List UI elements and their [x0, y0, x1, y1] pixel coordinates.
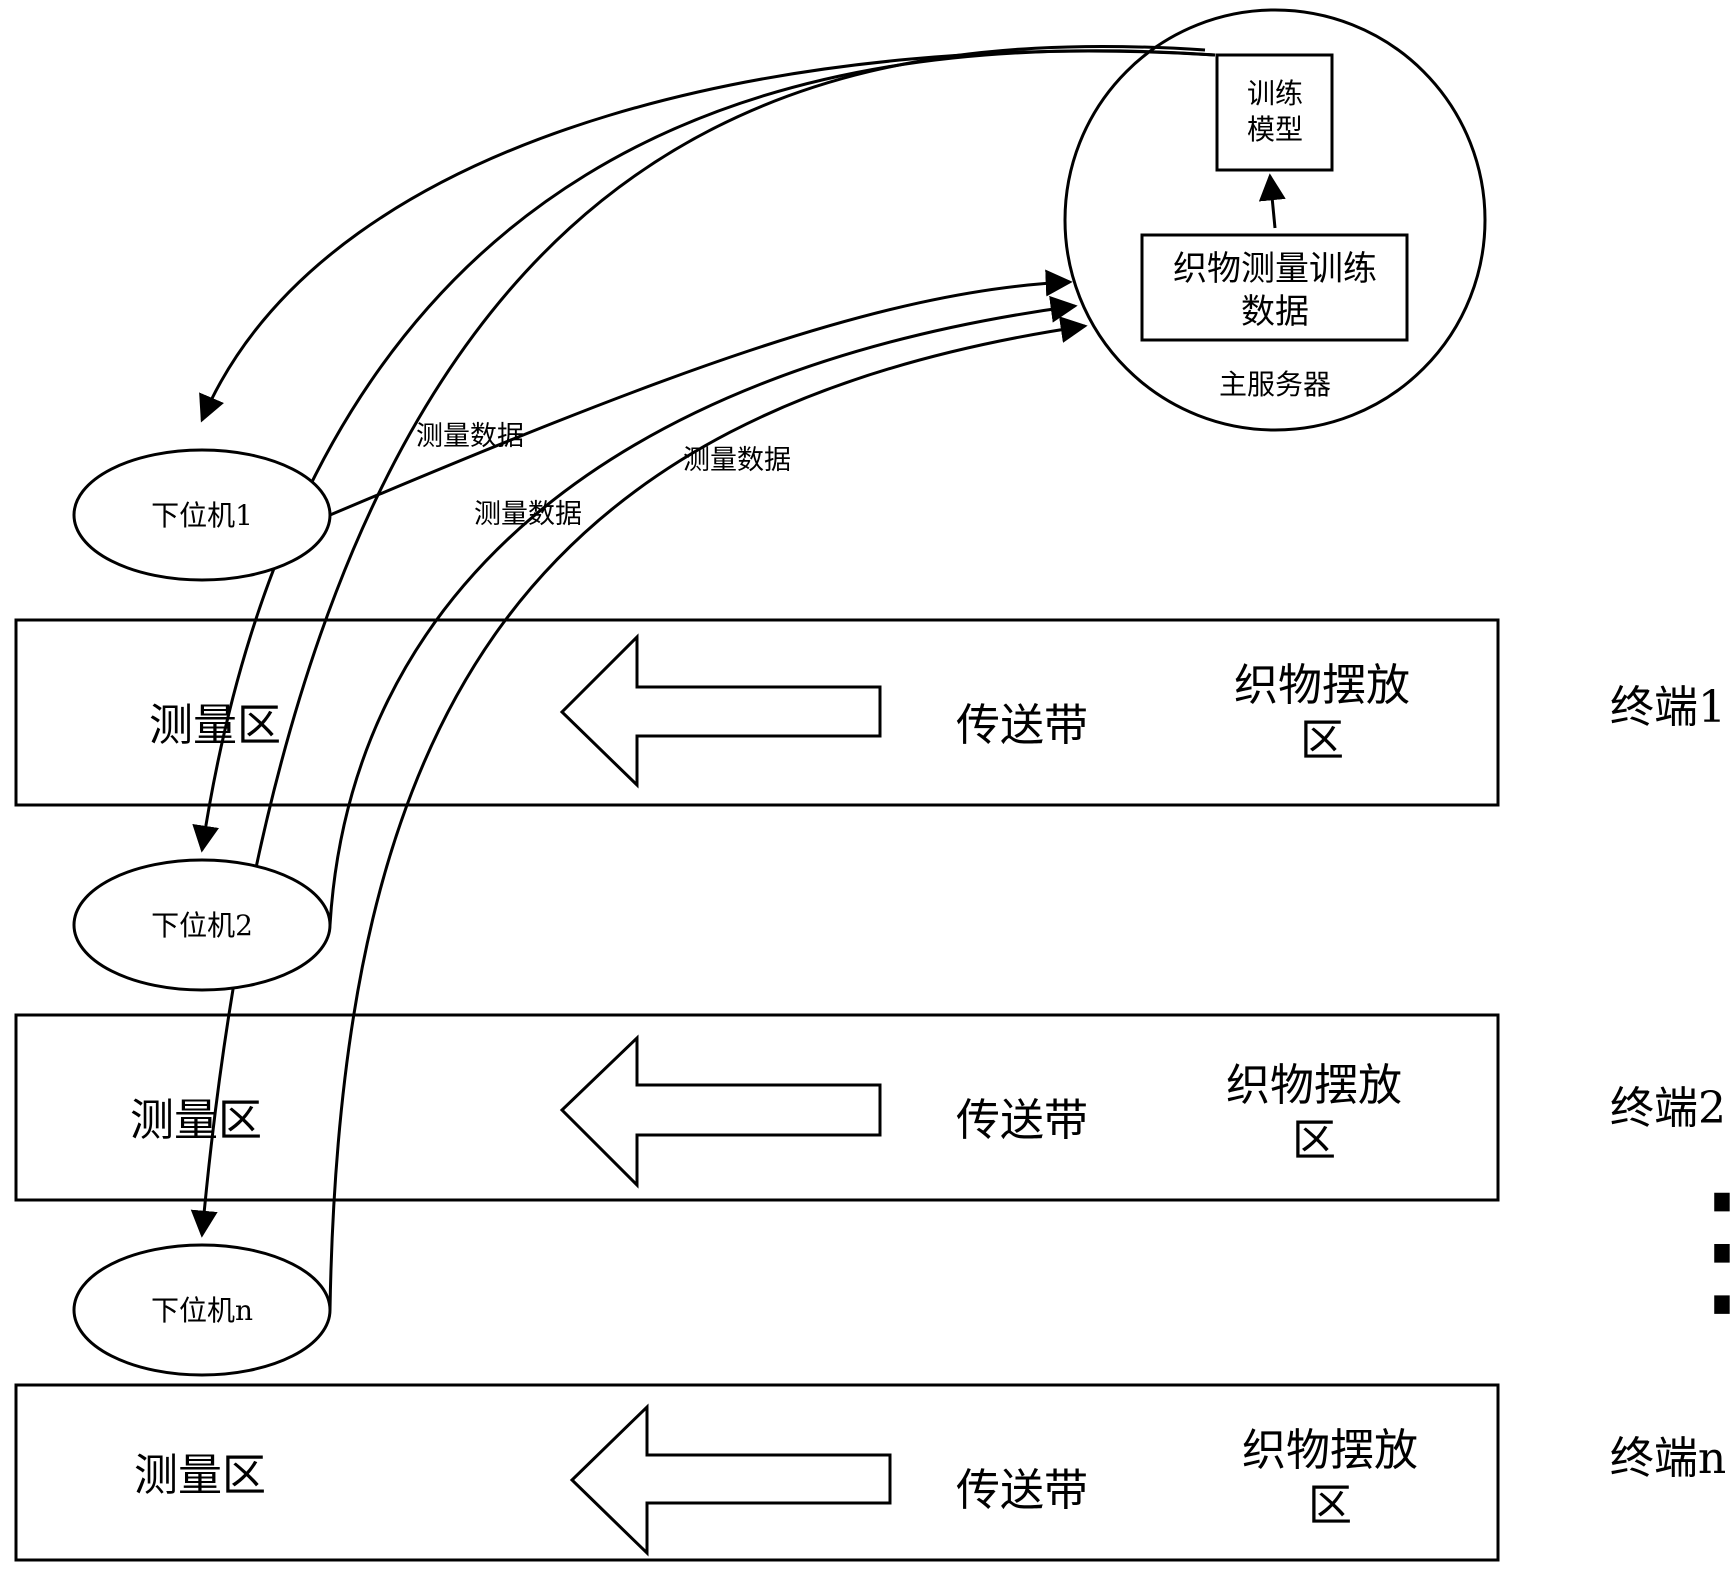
link-lower-n-to-server	[328, 316, 1088, 1311]
link-server-to-lower-n	[190, 44, 1206, 1238]
main-server-circle	[1063, 8, 1487, 432]
terminal-n-direction-arrow	[569, 1403, 892, 1557]
terminal-n-measure-zone: 测量区	[134, 1450, 266, 1501]
terminal-n-placement-line-2: 区	[1308, 1480, 1352, 1531]
terminal-ellipsis: ⋮	[1647, 1162, 1734, 1336]
train-model-line-1: 训练	[1247, 77, 1303, 110]
terminal-1-placement-line-1: 织物摆放	[1234, 660, 1410, 711]
lower-machine-1-ellipse	[72, 448, 332, 582]
main-server: 训练 模型 织物测量训练 数据 主服务器	[1063, 8, 1487, 432]
lower-machine-2: 下位机2	[72, 858, 332, 992]
terminal-1: 测量区 传送带 织物摆放 区 终端1	[14, 618, 1726, 807]
terminal-2: 测量区 传送带 织物摆放 区 终端2	[14, 1013, 1726, 1202]
lower-machine-n-label: 下位机n	[151, 1294, 253, 1327]
lower-machines: 下位机1 下位机2 下位机n	[72, 448, 332, 1377]
terminal-n-conveyor: 传送带	[956, 1465, 1088, 1516]
terminal-2-direction-arrow	[559, 1034, 882, 1189]
measurement-data-links: 测量数据 测量数据 测量数据	[328, 269, 1088, 1311]
lower-machine-1-label: 下位机1	[151, 499, 253, 532]
train-model-box	[1215, 53, 1334, 172]
link-lower-1-to-server	[329, 269, 1073, 517]
main-server-label: 主服务器	[1219, 368, 1331, 401]
terminal-2-name: 终端2	[1610, 1083, 1726, 1134]
terminal-1-direction-arrow	[559, 633, 882, 789]
lower-machine-1: 下位机1	[72, 448, 332, 582]
terminal-1-name: 终端1	[1610, 682, 1726, 733]
training-data-line-2: 数据	[1241, 292, 1309, 332]
terminal-1-measure-zone: 测量区	[149, 700, 281, 751]
lower-machine-2-ellipse	[72, 858, 332, 992]
terminal-n-name: 终端n	[1610, 1433, 1726, 1484]
train-model-line-2: 模型	[1247, 113, 1303, 146]
model-distribution-links	[190, 44, 1216, 1238]
training-data-box	[1140, 233, 1409, 342]
terminal-2-measure-zone: 测量区	[130, 1095, 262, 1146]
lower-machine-2-label: 下位机2	[151, 909, 253, 942]
terminal-2-placement-line-1: 织物摆放	[1226, 1060, 1402, 1111]
terminal-1-conveyor: 传送带	[956, 700, 1088, 751]
terminal-1-belt	[14, 618, 1500, 807]
terminal-n-belt	[14, 1383, 1500, 1562]
terminal-2-conveyor: 传送带	[956, 1095, 1088, 1146]
terminal-2-placement-line-2: 区	[1292, 1115, 1336, 1166]
training-data-line-1: 织物测量训练	[1173, 249, 1377, 289]
terminal-n-placement-line-1: 织物摆放	[1242, 1425, 1418, 1476]
lower-machine-n-ellipse	[72, 1243, 332, 1377]
data-to-model-arrow	[1258, 173, 1286, 229]
terminal-2-belt	[14, 1013, 1500, 1202]
edge-label-2: 测量数据	[474, 499, 582, 530]
lower-machine-n: 下位机n	[72, 1243, 332, 1377]
link-lower-2-to-server	[328, 295, 1078, 926]
terminal-n: 测量区 传送带 织物摆放 区 终端n	[14, 1383, 1726, 1562]
edge-label-3: 测量数据	[683, 445, 791, 476]
edge-label-1: 测量数据	[416, 421, 524, 452]
terminal-1-placement-line-2: 区	[1300, 715, 1344, 766]
